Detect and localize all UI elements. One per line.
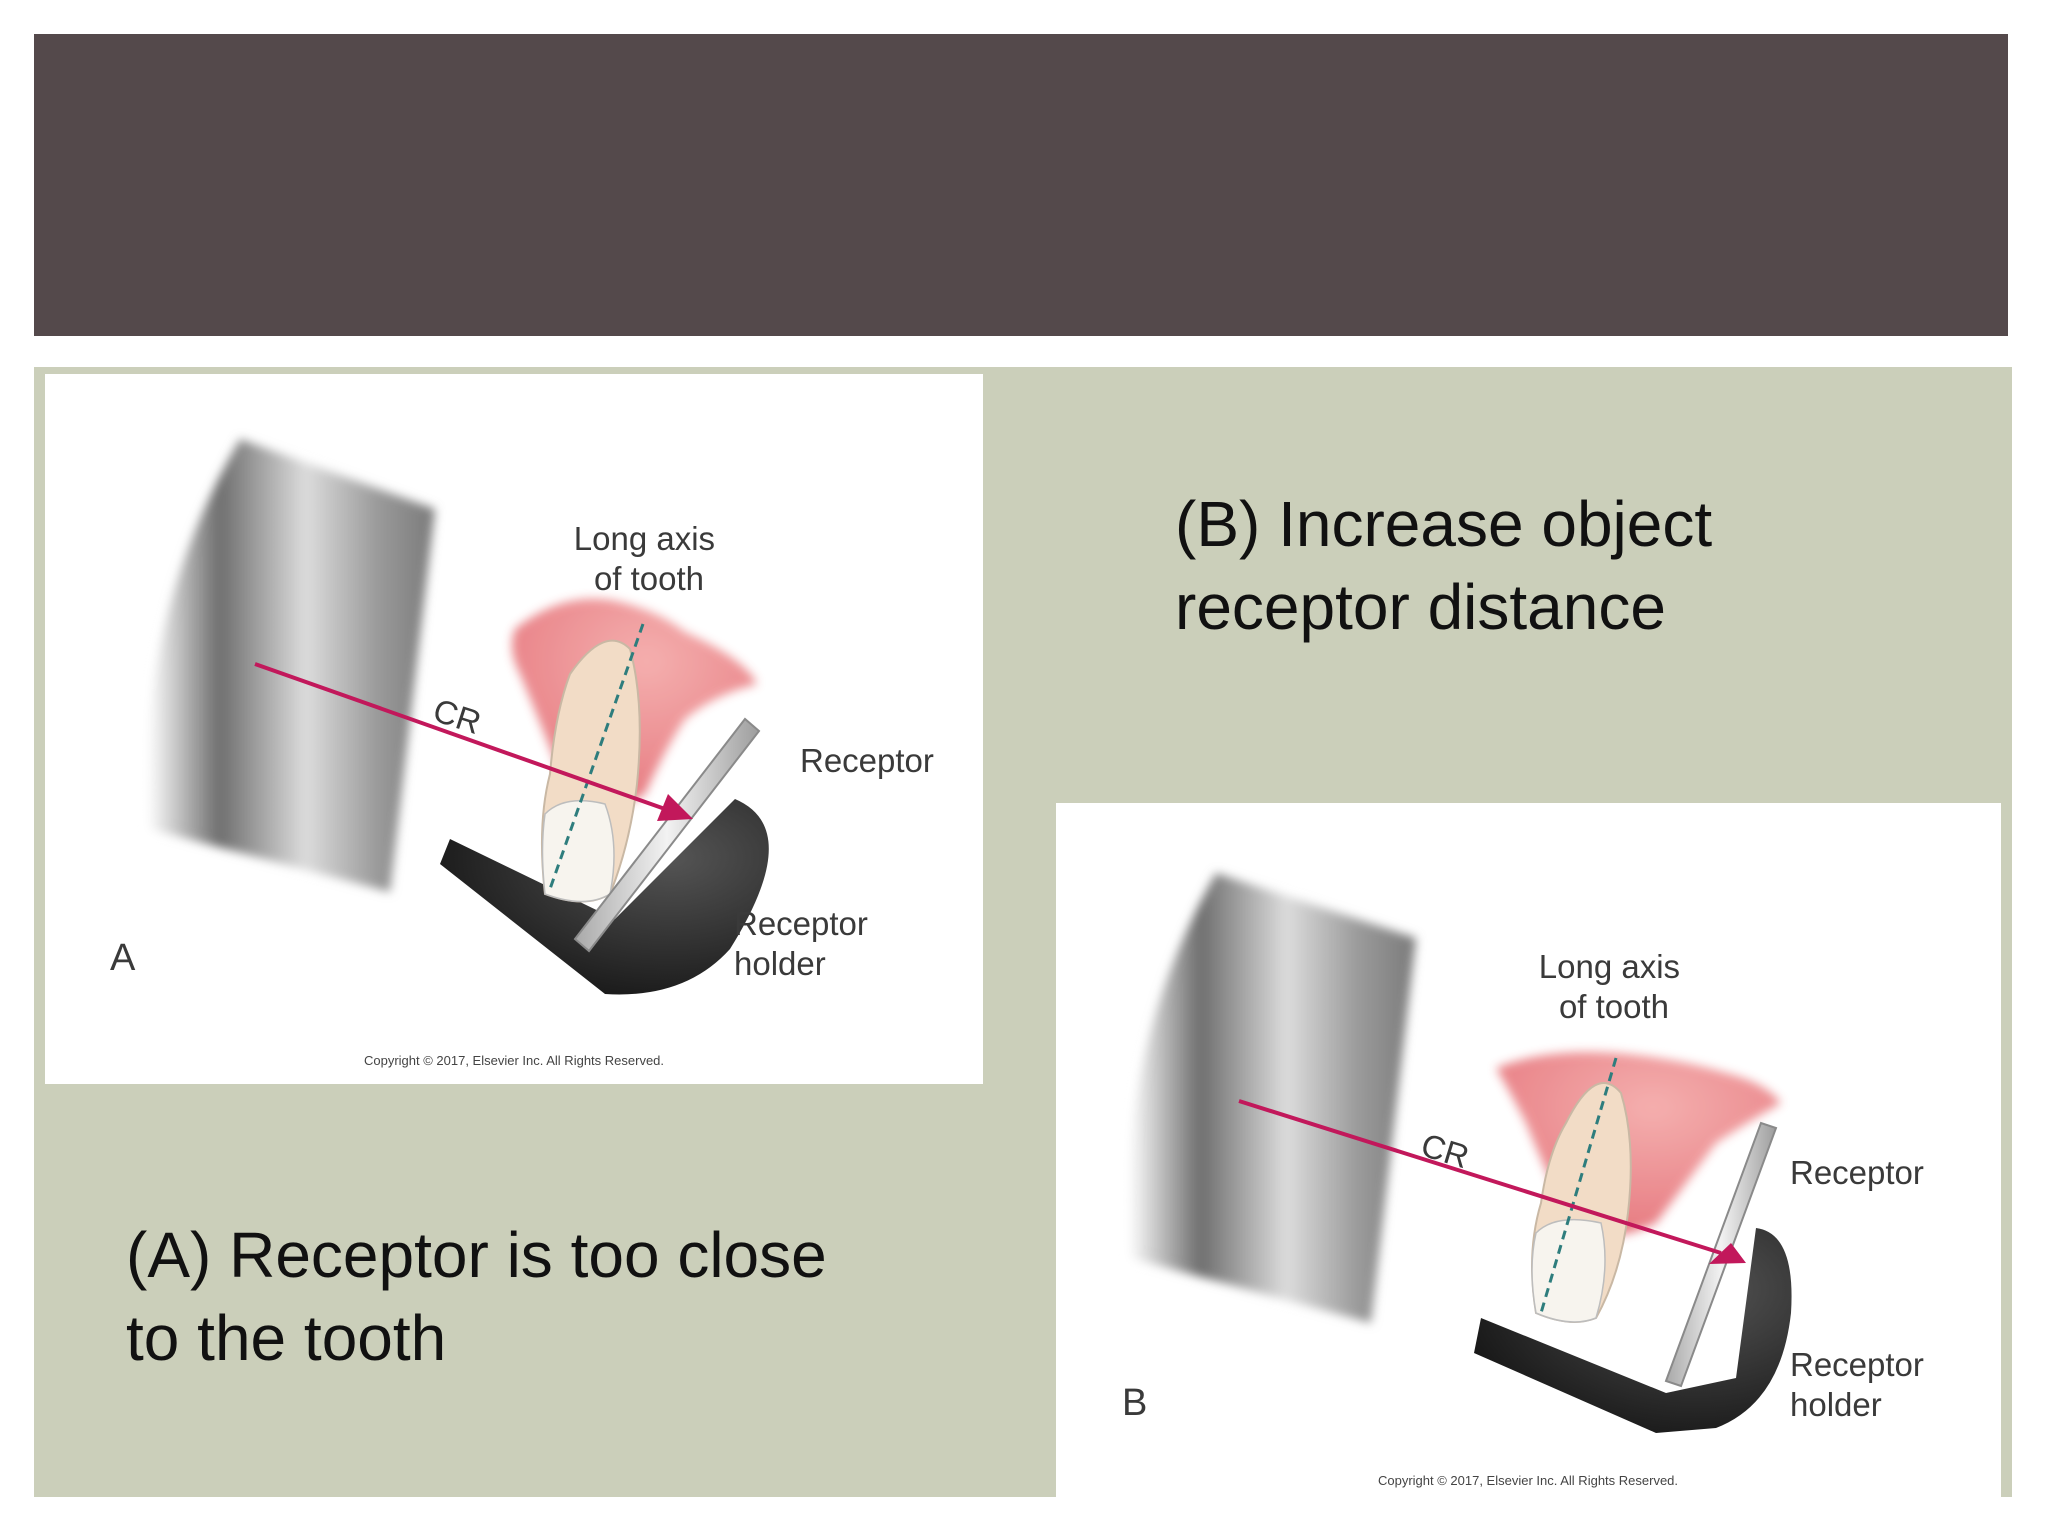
receptor-holder-label-a: Receptor holder [734, 905, 877, 982]
title-bar [34, 34, 2008, 336]
caption-a: (A) Receptor is too close to the tooth [126, 1214, 827, 1380]
caption-a-line-1: (A) Receptor is too close [126, 1219, 827, 1291]
diagram-b-svg: Long axis of tooth CR Receptor Receptor … [1122, 873, 1933, 1488]
diagram-a-svg: Long axis of tooth CR Receptor Receptor … [110, 439, 934, 1068]
long-axis-label-a: Long axis of tooth [574, 520, 724, 597]
central-ray-arrowhead-a [657, 794, 693, 821]
receptor-holder-a [440, 799, 769, 995]
tooth-crown-b [1531, 1218, 1606, 1323]
long-axis-label-b: Long axis of tooth [1539, 948, 1689, 1025]
receptor-holder-b [1474, 1228, 1792, 1433]
diagram-panel-a: Long axis of tooth CR Receptor Receptor … [45, 374, 983, 1084]
receptor-a [573, 717, 761, 953]
panel-letter-b: B [1122, 1382, 1147, 1424]
central-ray-a [254, 662, 666, 811]
diagram-panel-b: Long axis of tooth CR Receptor Receptor … [1056, 803, 2001, 1497]
receptor-label-b: Receptor [1790, 1154, 1924, 1191]
copyright-b: Copyright © 2017, Elsevier Inc. All Righ… [1378, 1473, 1678, 1488]
panel-letter-a: A [110, 937, 136, 979]
caption-b-line-2: receptor distance [1175, 571, 1666, 643]
copyright-a: Copyright © 2017, Elsevier Inc. All Righ… [364, 1053, 664, 1068]
receptor-holder-label-b: Receptor holder [1790, 1346, 1933, 1423]
tooth-crown-a [541, 799, 615, 903]
position-indicating-device-b [1128, 873, 1416, 1323]
receptor-label-a: Receptor [800, 742, 934, 779]
central-ray-b [1238, 1099, 1722, 1255]
cr-label-b: CR [1417, 1126, 1473, 1175]
cr-label-a: CR [429, 691, 486, 741]
caption-b-line-1: (B) Increase object [1175, 488, 1713, 560]
long-axis-line-a [548, 623, 645, 890]
caption-b: (B) Increase object receptor distance [1175, 483, 1712, 649]
caption-a-line-2: to the tooth [126, 1302, 447, 1374]
central-ray-arrowhead-b [1709, 1243, 1746, 1264]
position-indicating-device-a [147, 439, 435, 892]
